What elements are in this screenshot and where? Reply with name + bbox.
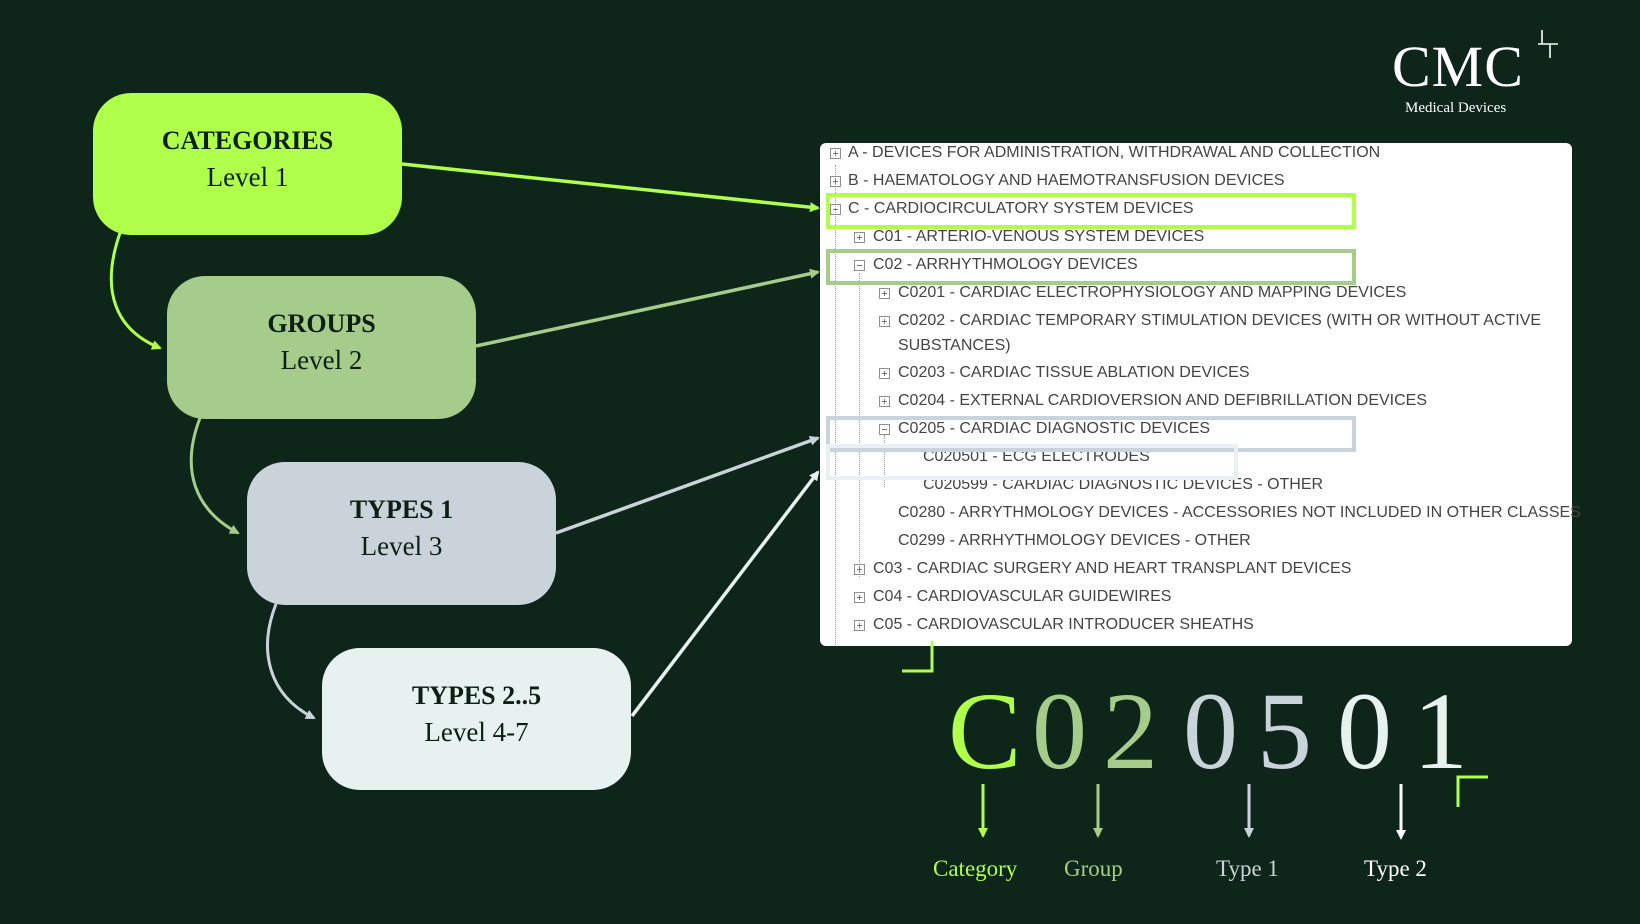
tree-row[interactable]: C0201 - CARDIAC ELECTROPHYSIOLOGY AND MA… [898, 284, 1407, 301]
legend-group: Group [1064, 856, 1123, 881]
code-char-type2-2: 1 [1413, 670, 1468, 792]
tree-row[interactable]: C0202 - CARDIAC TEMPORARY STIMULATION DE… [898, 312, 1542, 329]
tree-row[interactable]: C0205 - CARDIAC DIAGNOSTIC DEVICES [898, 420, 1211, 437]
cmc-logo: CMC Medical Devices [1388, 30, 1578, 120]
code-char-group-2: 2 [1103, 670, 1158, 792]
expand-icon[interactable] [854, 592, 865, 603]
expand-icon[interactable] [830, 148, 841, 159]
level-title: TYPES 1 [349, 495, 454, 524]
tree-row[interactable]: C02 - ARRHYTHMOLOGY DEVICES [873, 256, 1138, 273]
tree-row[interactable]: C05 - CARDIOVASCULAR INTRODUCER SHEATHS [873, 616, 1254, 633]
tree-row[interactable]: C04 - CARDIOVASCULAR GUIDEWIRES [873, 588, 1172, 605]
tree-row[interactable]: C - CARDIOCIRCULATORY SYSTEM DEVICES [848, 200, 1194, 217]
code-char-group-1: 0 [1032, 670, 1087, 792]
level-box-types-2-5: TYPES 2..5 Level 4-7 [322, 648, 631, 790]
tree-row[interactable]: A - DEVICES FOR ADMINISTRATION, WITHDRAW… [848, 144, 1381, 161]
highlight-type-2 [826, 444, 1238, 480]
tree-row[interactable]: C020501 - ECG ELECTRODES [923, 448, 1150, 465]
classification-tree: A - DEVICES FOR ADMINISTRATION, WITHDRAW… [820, 143, 1581, 646]
level-title: GROUPS [267, 309, 376, 338]
legend-category: Category [933, 856, 1018, 881]
highlight-category [826, 193, 1356, 229]
collapse-icon[interactable] [830, 204, 841, 215]
collapse-icon[interactable] [879, 424, 890, 435]
code-char-type1-2: 5 [1257, 670, 1312, 792]
level-subtitle: Level 2 [280, 345, 363, 375]
arrow-groups-to-tree [475, 268, 820, 348]
logo-subtitle: Medical Devices [1405, 100, 1507, 116]
highlight-group [826, 249, 1356, 285]
tree-row[interactable]: B - HAEMATOLOGY AND HAEMOTRANSFUSION DEV… [848, 172, 1285, 189]
tree-row[interactable]: C0203 - CARDIAC TISSUE ABLATION DEVICES [898, 364, 1250, 381]
expand-icon[interactable] [879, 396, 890, 407]
code-char-category: C [948, 670, 1022, 792]
level-box-groups: GROUPS Level 2 [167, 276, 476, 419]
logo-name: CMC [1392, 34, 1524, 99]
tree-row[interactable]: C0204 - EXTERNAL CARDIOVERSION AND DEFIB… [898, 392, 1428, 409]
level-subtitle: Level 3 [360, 531, 443, 561]
level-subtitle: Level 1 [206, 162, 289, 192]
tree-row[interactable]: C01 - ARTERIO-VENOUS SYSTEM DEVICES [873, 228, 1205, 245]
tree-row[interactable]: C0280 - ARRYTHMOLOGY DEVICES - ACCESSORI… [898, 504, 1581, 521]
level-subtitle: Level 4-7 [424, 717, 529, 747]
expand-icon[interactable] [830, 176, 841, 187]
arrow-types1-to-types25 [266, 603, 316, 720]
level-title: CATEGORIES [161, 126, 334, 155]
code-char-type1-1: 0 [1183, 670, 1238, 792]
tree-row-continuation: SUBSTANCES) [898, 337, 1011, 354]
logo-plus-mark [1538, 30, 1558, 58]
expand-icon[interactable] [879, 288, 890, 299]
legend-type-1: Type 1 [1216, 856, 1279, 881]
arrow-groups-to-types1 [189, 417, 240, 535]
tree-row[interactable]: C03 - CARDIAC SURGERY AND HEART TRANSPLA… [873, 560, 1352, 577]
highlight-type-1 [826, 416, 1356, 452]
tree-row[interactable]: C0299 - ARRHYTHMOLOGY DEVICES - OTHER [898, 532, 1251, 549]
expand-icon[interactable] [854, 564, 865, 575]
expand-icon[interactable] [854, 620, 865, 631]
expand-icon[interactable] [879, 368, 890, 379]
expand-icon[interactable] [879, 316, 890, 327]
arrow-categories-to-groups [109, 232, 162, 350]
expand-icon[interactable] [854, 232, 865, 243]
legend-type-2: Type 2 [1364, 856, 1427, 881]
level-box-types-1: TYPES 1 Level 3 [247, 462, 556, 605]
collapse-icon[interactable] [854, 260, 865, 271]
level-title: TYPES 2..5 [411, 681, 542, 710]
arrow-types25-to-tree [630, 470, 820, 718]
arrow-categories-to-tree [401, 162, 820, 213]
level-box-categories: CATEGORIES Level 1 [93, 93, 402, 235]
tree-row[interactable]: C020599 - CARDIAC DIAGNOSTIC DEVICES - O… [923, 476, 1324, 493]
code-char-type2-1: 0 [1337, 670, 1392, 792]
arrow-types1-to-tree [555, 436, 820, 535]
